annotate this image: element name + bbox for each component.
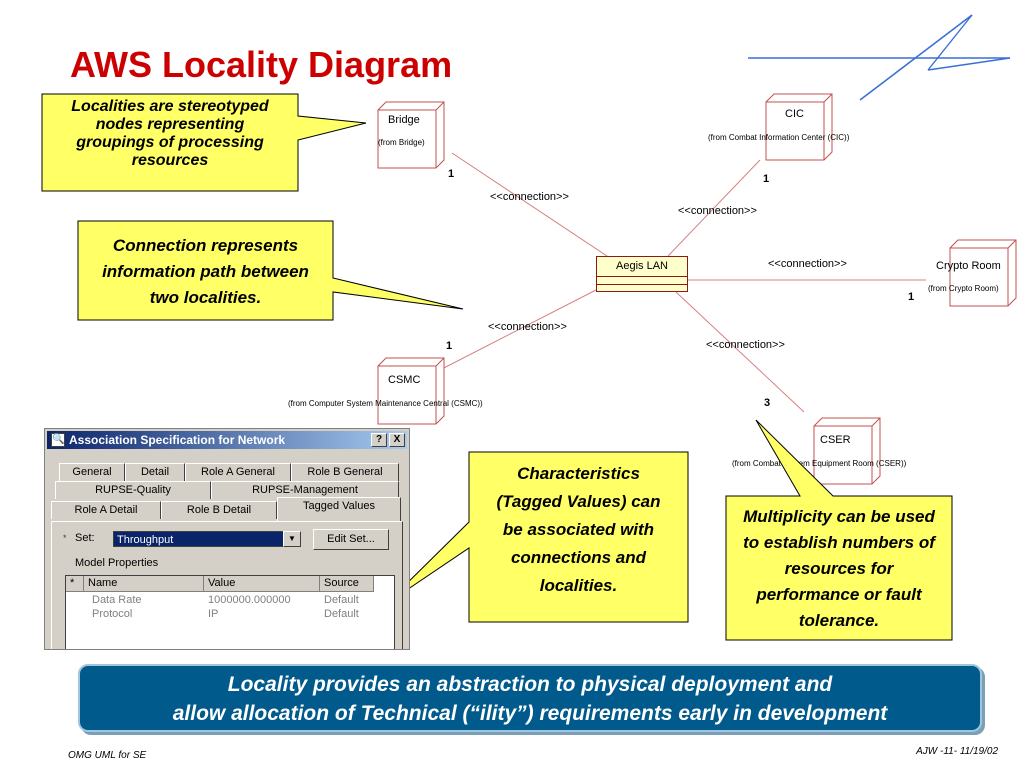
node-label-bridge: Bridge	[388, 114, 420, 126]
multiplicity-bridge: 1	[448, 168, 455, 180]
banner-line-1: Locality provides an abstraction to phys…	[227, 673, 833, 696]
tab-role-b-general[interactable]: Role B General	[291, 463, 399, 481]
callout-multiplicity-line: to establish numbers of	[743, 533, 935, 552]
multiplicity-cic: 1	[763, 173, 770, 185]
node-label-cic: CIC	[785, 108, 804, 120]
banner-line-2: allow allocation of Technical (“ility”) …	[172, 702, 888, 725]
callout-localities-line: Localities are stereotyped	[71, 98, 269, 115]
tagged-values-panel	[51, 521, 403, 649]
company-logo	[748, 14, 1011, 101]
node-from-csmc: (from Computer System Maintenance Centra…	[288, 399, 483, 408]
callout-characteristics: Characteristics (Tagged Values) can be a…	[471, 460, 686, 600]
tab-role-a-detail[interactable]: Role A Detail	[51, 501, 161, 519]
tab-tagged-values[interactable]: Tagged Values	[277, 497, 401, 521]
grid-cell-value[interactable]: 1000000.000000	[208, 594, 291, 606]
node-shape-csmc	[377, 357, 445, 425]
grid-cell-source[interactable]: Default	[324, 608, 359, 620]
callout-characteristics-line: Characteristics	[517, 464, 640, 483]
callout-multiplicity-line: Multiplicity can be used	[743, 507, 935, 526]
grid-cell-name[interactable]: Protocol	[92, 608, 133, 620]
footer-left: OMG UML for SE	[68, 750, 147, 761]
grid-cell-value[interactable]: IP	[208, 608, 219, 620]
node-shape-bridge	[377, 101, 445, 169]
connection-label-cic: <<connection>>	[678, 205, 757, 217]
connection-line-csmc	[435, 289, 597, 373]
callout-characteristics-line: be associated with	[502, 520, 655, 539]
callout-characteristics-line: localities.	[539, 576, 618, 595]
node-from-bridge: (from Bridge)	[378, 138, 425, 147]
hub-name: Aegis LAN	[597, 257, 687, 277]
dialog-titlebar[interactable]: 🔍 Association Specification for Network …	[47, 431, 407, 449]
summary-banner: Locality provides an abstraction to phys…	[78, 664, 982, 732]
node-shape-crypto	[949, 239, 1017, 307]
node-shapes	[377, 93, 1017, 485]
node-label-crypto: Crypto Room	[936, 260, 1001, 272]
node-shape-cic	[765, 93, 833, 161]
callout-shape-localities	[41, 93, 367, 192]
grid-header-value[interactable]: Value	[204, 576, 320, 592]
multiplicity-crypto: 1	[908, 291, 915, 303]
magnifier-icon: 🔍	[51, 433, 65, 447]
footer-right: AJW -11- 11/19/02	[916, 746, 998, 757]
callout-connection-line: Connection represents	[112, 236, 299, 255]
grid-cell-source[interactable]: Default	[324, 594, 359, 606]
help-button[interactable]: ?	[371, 433, 387, 447]
multiplicity-cser: 3	[764, 397, 771, 409]
tab-role-a-general[interactable]: Role A General	[185, 463, 291, 481]
connection-label-bridge: <<connection>>	[490, 191, 569, 203]
connection-line-cser	[675, 291, 805, 413]
grid-header-name[interactable]: Name	[84, 576, 204, 592]
grid-header-source[interactable]: Source	[320, 576, 374, 592]
tab-role-b-detail[interactable]: Role B Detail	[161, 501, 277, 519]
connection-line-cic	[667, 159, 761, 257]
connection-label-crypto: <<connection>>	[768, 258, 847, 270]
callout-connection-line: information path between	[102, 262, 309, 281]
hub-aegis-lan[interactable]: Aegis LAN	[596, 256, 688, 292]
callout-characteristics-line: connections and	[510, 548, 647, 567]
grid-cell-name[interactable]: Data Rate	[92, 594, 142, 606]
connection-label-cser: <<connection>>	[706, 339, 785, 351]
node-from-cser: (from Combat System Equipment Room (CSER…	[732, 459, 907, 468]
set-label: Set:	[75, 532, 95, 544]
tab-rupse-management[interactable]: RUPSE-Management	[211, 481, 399, 499]
callout-multiplicity-line: resources for	[784, 559, 894, 578]
callout-connection-line: two localities.	[149, 288, 262, 307]
model-properties-label: Model Properties	[75, 557, 159, 569]
node-from-cic: (from Combat Information Center (CIC))	[708, 133, 850, 142]
callout-multiplicity: Multiplicity can be used to establish nu…	[728, 504, 950, 634]
callout-localities-line: resources	[131, 152, 209, 169]
callout-connection: Connection represents information path b…	[80, 233, 331, 311]
node-label-cser: CSER	[820, 434, 851, 446]
edit-set-button[interactable]: Edit Set...	[313, 529, 389, 550]
callout-shape-multiplicity	[725, 419, 953, 641]
tab-general[interactable]: General	[59, 463, 125, 481]
node-label-csmc: CSMC	[388, 374, 421, 386]
grid-header-marker[interactable]: *	[66, 576, 84, 592]
association-spec-dialog: 🔍 Association Specification for Network …	[44, 428, 410, 650]
callout-shape-connection	[77, 220, 464, 321]
callout-multiplicity-line: performance or fault	[756, 585, 922, 604]
multiplicity-csmc: 1	[446, 340, 453, 352]
callout-localities-line: groupings of processing	[76, 134, 264, 151]
dropdown-arrow-icon[interactable]: ▼	[283, 531, 301, 547]
properties-grid[interactable]: * Name Value Source Data Rate 1000000.00…	[65, 575, 395, 649]
callout-localities-line: nodes representing	[95, 116, 245, 133]
node-from-crypto: (from Crypto Room)	[928, 284, 999, 293]
callout-localities: Localities are stereotyped nodes represe…	[44, 98, 296, 170]
callout-shape-characteristics	[385, 451, 689, 623]
callout-characteristics-line: (Tagged Values) can	[496, 492, 661, 511]
asterisk-marker: *	[63, 533, 67, 543]
dialog-title: Association Specification for Network	[69, 433, 286, 447]
callout-multiplicity-line: tolerance.	[798, 611, 880, 630]
tab-rupse-quality[interactable]: RUPSE-Quality	[55, 481, 211, 499]
page-title: AWS Locality Diagram	[70, 44, 453, 85]
tab-detail[interactable]: Detail	[125, 463, 185, 481]
set-select[interactable]: Throughput	[113, 531, 299, 547]
close-button[interactable]: X	[389, 433, 405, 447]
connection-line-bridge	[451, 152, 611, 259]
hub-attributes-compartment	[597, 277, 687, 285]
connection-label-csmc: <<connection>>	[488, 321, 567, 333]
